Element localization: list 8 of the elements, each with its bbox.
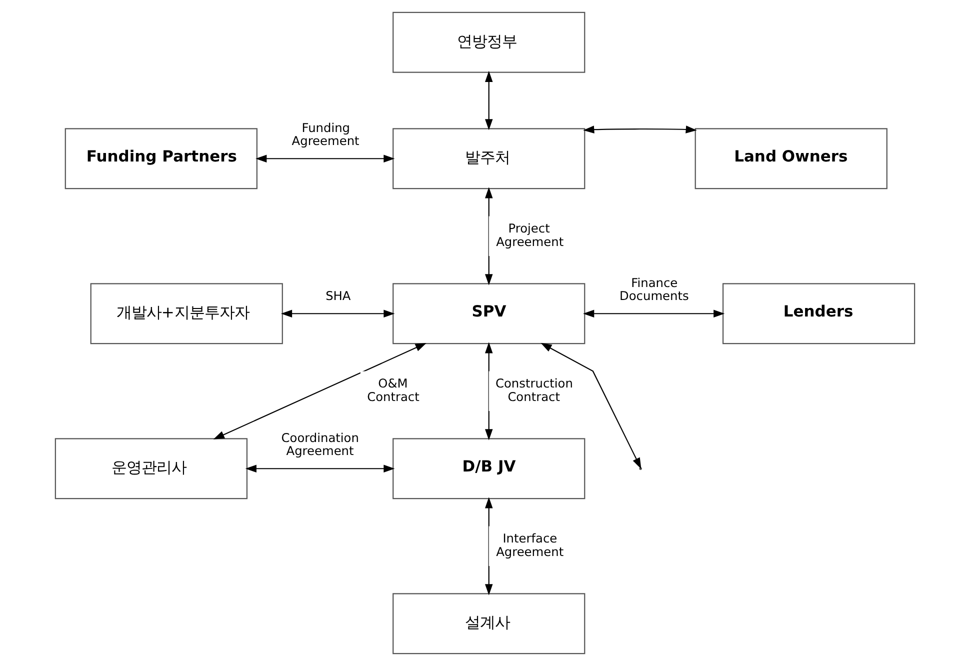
edge-label: Project Agreement bbox=[496, 222, 564, 249]
edge-label: Funding Agreement bbox=[292, 120, 360, 148]
edge-label: Finance Documents bbox=[620, 276, 689, 304]
edge-label: Construction Contract bbox=[496, 376, 573, 404]
edge-label: O&M Contract bbox=[367, 376, 420, 404]
edge-label: Interface Agreement bbox=[496, 532, 564, 559]
edge-label: SHA bbox=[326, 289, 351, 304]
edge-label: Coordination Agreement bbox=[281, 430, 359, 458]
